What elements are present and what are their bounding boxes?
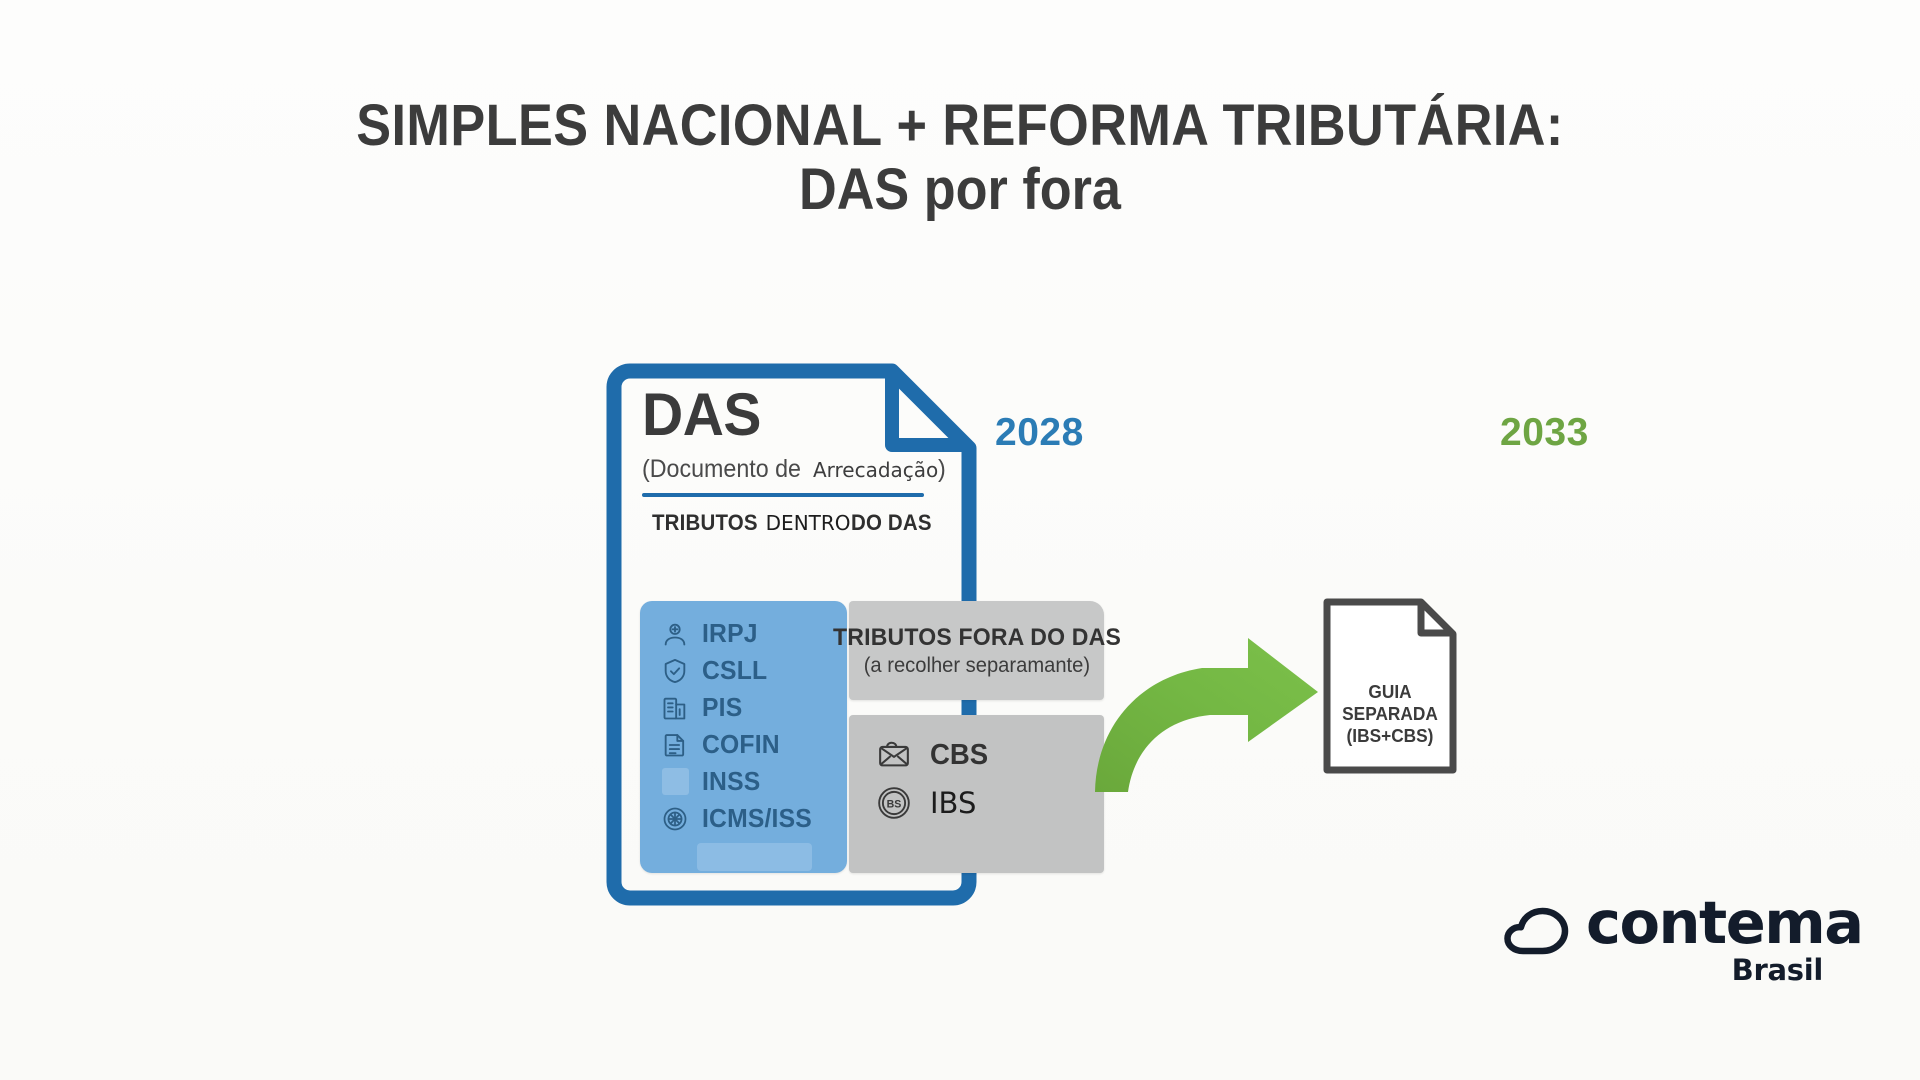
envelope-shield-icon [875,736,913,774]
contema-brasil-logo: contema Brasil [1503,892,1864,987]
list-item: COFIN [640,726,847,763]
new-tax-label: IBS [930,786,977,820]
user-badge-icon [660,619,690,649]
das-subtitle: (Documento de Arrecadação) [642,455,946,484]
guia-separada-text: GUIA SEPARADA (IBS+CBS) [1323,682,1457,748]
svg-text:BS: BS [887,798,902,810]
list-item: BS IBS [849,779,1104,827]
tax-placeholder-bar [697,843,812,871]
list-item: ICMS/ISS [640,800,847,837]
section-label-part3: DO DAS [850,510,932,535]
das-document-outline [600,357,983,912]
das-subtitle-close: ) [938,455,947,483]
list-item: INSS [640,763,847,800]
das-divider [642,493,924,497]
tax-label: INSS [702,766,761,796]
year-label-2033: 2033 [1500,411,1589,454]
tax-label: PIS [702,692,743,722]
tax-label: IRPJ [702,618,758,648]
list-item: CBS [849,731,1104,779]
year-label-2028: 2028 [995,411,1084,454]
logo-wordmark: contema [1586,888,1864,957]
das-document: DAS (Documento de Arrecadação) TRIBUTOS DE… [600,357,983,912]
outside-das-subtitle: (a recolher separamante) [863,653,1090,677]
guia-line-1: GUIA [1368,682,1412,702]
section-label-part1: TRIBUTOS [652,510,758,535]
tax-label: ICMS/ISS [702,803,812,833]
guia-line-2: SEPARADA [1342,703,1438,724]
inside-das-tax-panel: IRPJ CSLL PIS [640,601,847,873]
das-subtitle-main: (Documento de [642,455,801,483]
das-header-block: DAS (Documento de Arrecadação) TRIBUTOS DE… [642,381,946,536]
document-lines-icon [660,730,690,760]
new-tax-label: CBS [930,738,989,771]
outside-das-header-box: TRIBUTOS FORA DO DAS (a recolher separam… [833,601,1120,700]
list-item: CSLL [640,652,847,689]
title-line-1: SIMPLES NACIONAL + REFORMA TRIBUTÁRIA: [356,93,1564,158]
title-line-2: DAS por fora [799,157,1121,223]
section-label-part2: DENTRO [765,511,851,535]
list-item: IRPJ [640,615,847,652]
globe-gear-icon [660,804,690,834]
list-item: PIS [640,689,847,726]
das-subtitle-alt: Arrecadação [812,458,939,482]
guia-line-3: (IBS+CBS) [1346,725,1434,746]
shield-check-icon [660,656,690,686]
ibs-circle-icon: BS [875,784,913,822]
logo-subtitle: Brasil [1731,953,1824,987]
outside-das-title: TRIBUTOS FORA DO DAS [832,623,1121,651]
new-taxes-box: CBS BS IBS [849,715,1104,873]
tax-label: CSLL [702,655,768,685]
tax-label: COFIN [702,729,780,759]
das-section-label: TRIBUTOS DENTRODO DAS [652,510,942,536]
das-heading: DAS [642,381,761,448]
building-chart-icon [660,693,690,723]
page-title: SIMPLES NACIONAL + REFORMA TRIBUTÁRIA: D… [0,93,1920,224]
cloud-icon [1503,907,1581,955]
guia-separada-document: GUIA SEPARADA (IBS+CBS) [1320,595,1460,777]
blank-square-icon [662,768,689,795]
curved-green-arrow-icon [1090,620,1325,795]
